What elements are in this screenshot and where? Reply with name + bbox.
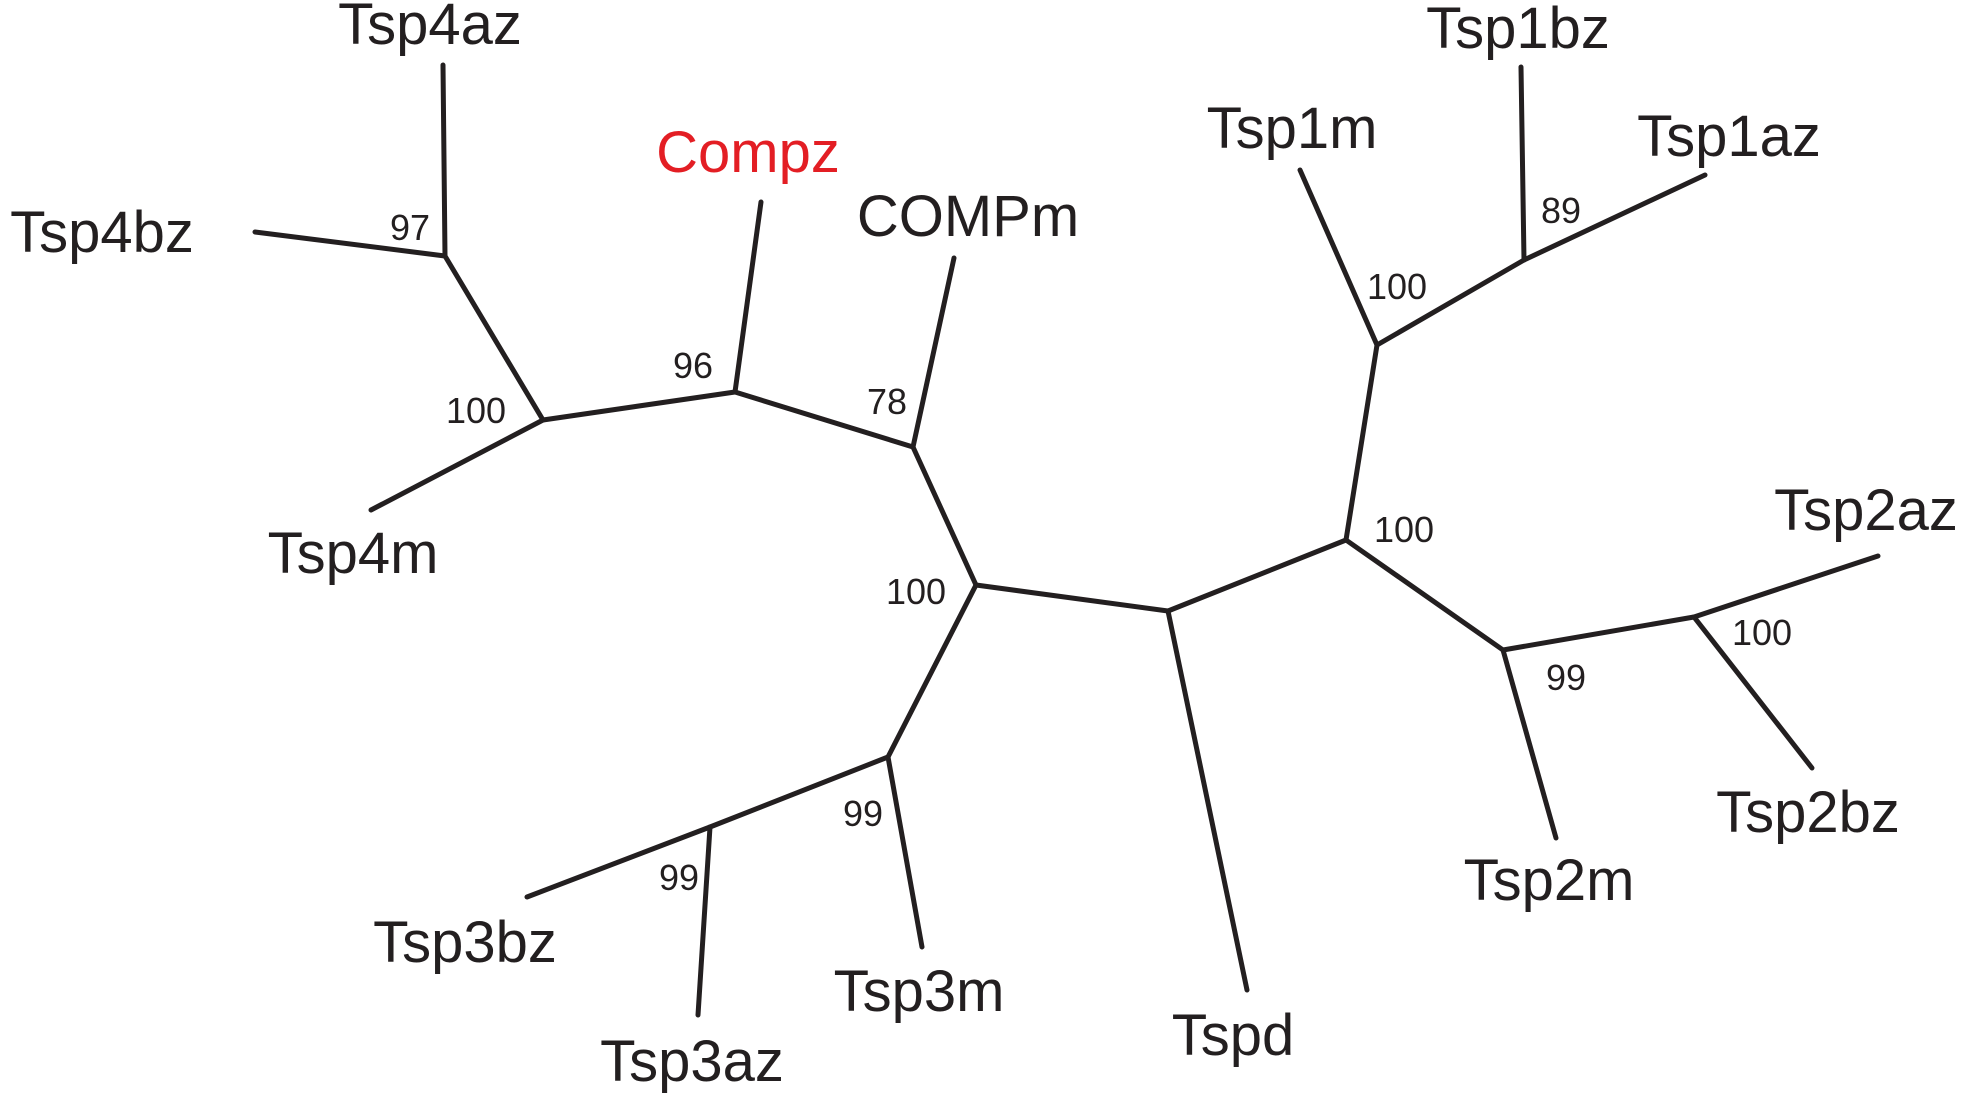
branch-tsp3m (885, 754, 925, 950)
branch-tsp1az (1521, 172, 1708, 263)
leaf-label-tspd: Tspd (1172, 1003, 1295, 1068)
branch-tsp1bz (1518, 64, 1527, 263)
bootstrap-values: 97 100 96 78 100 99 99 100 89 100 99 100 (390, 190, 1792, 898)
support-value-tsp3-pair: 99 (659, 857, 699, 898)
leaf-label-tsp3az: Tsp3az (600, 1029, 784, 1094)
support-value-tsp4-pair: 97 (390, 207, 430, 248)
leaf-label-tsp2m: Tsp2m (1464, 848, 1635, 913)
support-value-compz-node: 96 (673, 345, 713, 386)
tree-branches (252, 62, 1881, 1018)
branch-node-to-tsp3 (885, 582, 979, 760)
branch-compm-to-node (910, 444, 979, 588)
branch-to-tsp2 (1343, 537, 1506, 653)
branch-tsp4bz (252, 229, 448, 259)
branch-center-left (973, 582, 1171, 614)
leaf-label-tsp1bz: Tsp1bz (1426, 0, 1610, 61)
support-value-tsp2-clade: 99 (1546, 657, 1586, 698)
support-value-tsp12-clade: 100 (1374, 509, 1434, 550)
branch-to-tsp1 (1343, 342, 1380, 543)
branch-tsp2az (1691, 553, 1881, 620)
support-value-tsp2-pair: 100 (1732, 612, 1792, 653)
branch-tsp4az (440, 62, 448, 259)
leaf-label-tsp1az: Tsp1az (1637, 104, 1821, 169)
leaf-label-tsp2bz: Tsp2bz (1716, 780, 1900, 845)
branch-compm (910, 255, 957, 450)
branch-tsp4-to-compz (540, 389, 738, 423)
leaf-label-compm: COMPm (857, 184, 1079, 249)
support-value-comp-tsp34: 100 (886, 571, 946, 612)
branch-tsp4m (368, 417, 546, 513)
support-value-tsp4-clade: 100 (446, 390, 506, 431)
support-value-tsp1-pair: 89 (1541, 190, 1581, 231)
branch-tsp1m (1297, 167, 1380, 348)
branch-tsp2bz (1691, 614, 1815, 771)
leaf-label-tsp2az: Tsp2az (1774, 478, 1958, 543)
leaf-label-tsp4m: Tsp4m (268, 521, 439, 586)
branch-tsp3az (695, 824, 713, 1018)
leaf-labels: Tsp4az Tsp4bz Tsp4m Compz COMPm Tsp1m Ts… (10, 0, 1958, 1094)
leaf-label-tsp4az: Tsp4az (338, 0, 522, 57)
leaf-label-tsp3bz: Tsp3bz (373, 910, 557, 975)
leaf-label-tsp1m: Tsp1m (1207, 96, 1378, 161)
leaf-label-tsp4bz: Tsp4bz (10, 200, 194, 265)
branch-center-right (1165, 537, 1349, 614)
leaf-label-tsp3m: Tsp3m (834, 959, 1005, 1024)
branch-tsp3-to-pair (707, 754, 891, 830)
support-value-compm-node: 78 (867, 381, 907, 422)
support-value-tsp1-clade: 100 (1367, 266, 1427, 307)
branch-compz-to-compm (732, 389, 916, 450)
branch-compz (732, 199, 764, 395)
branch-tsp1-to-pair (1374, 257, 1527, 348)
branch-tsp2-to-pair (1500, 614, 1697, 653)
leaf-label-compz: Compz (656, 120, 840, 185)
branch-tsp3bz (524, 824, 713, 900)
support-value-tsp3-clade: 99 (843, 793, 883, 834)
branch-tsp2m (1500, 647, 1559, 841)
branch-tspd (1165, 608, 1250, 993)
branch-tsp4-pair (442, 253, 546, 423)
